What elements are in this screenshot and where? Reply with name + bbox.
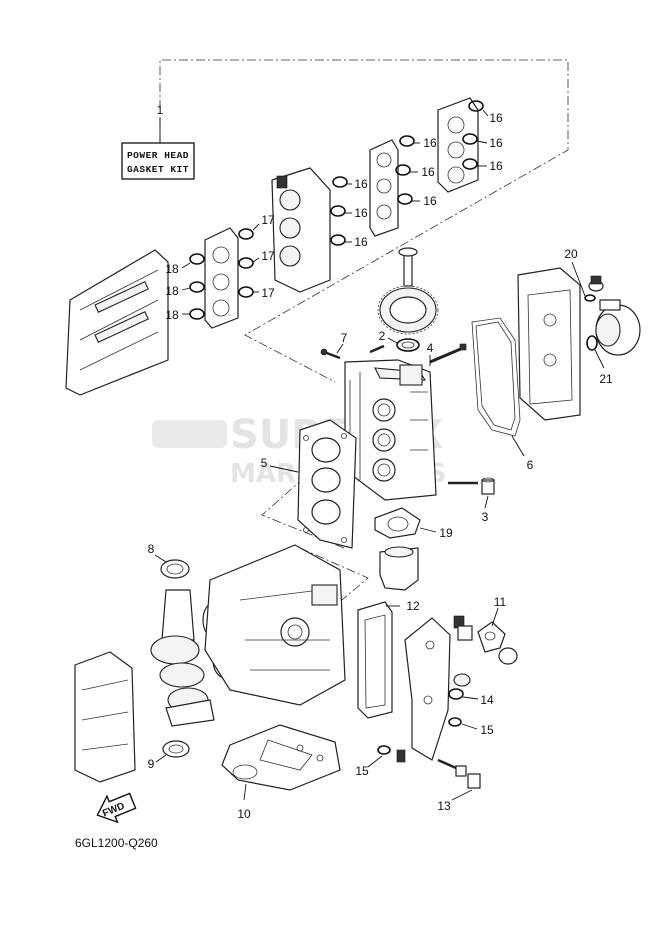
callout-16a: 16 xyxy=(489,111,503,125)
kit-label-line1: POWER HEAD xyxy=(127,150,189,161)
drain-plug-13 xyxy=(437,758,481,789)
cylinder-head-cover xyxy=(517,267,581,421)
callout-16c: 16 xyxy=(489,159,503,173)
anode-plug xyxy=(453,615,473,687)
crankshaft xyxy=(150,589,215,727)
fitting-7 xyxy=(320,344,385,360)
leader-lines-16 xyxy=(345,109,489,243)
callout-12: 12 xyxy=(406,599,420,613)
cylinder-head xyxy=(344,359,437,501)
callout-1: 1 xyxy=(157,103,164,117)
callout-5: 5 xyxy=(261,456,268,470)
oil-seal-2 xyxy=(396,338,420,352)
head-gasket-5 xyxy=(297,419,357,549)
callout-21: 21 xyxy=(599,372,613,386)
callout-17a: 17 xyxy=(261,213,275,227)
exhaust-outer-cover xyxy=(74,651,136,783)
callout-7: 7 xyxy=(341,331,348,345)
o-ring-21 xyxy=(586,335,598,351)
callout-17c: 17 xyxy=(261,286,275,300)
callout-18b: 18 xyxy=(165,284,179,298)
callout-19: 19 xyxy=(439,526,453,540)
bolt-4 xyxy=(429,343,467,364)
callout-16h: 16 xyxy=(354,206,368,220)
fwd-arrow-icon: FWD xyxy=(96,792,137,824)
callout-15a: 15 xyxy=(355,764,369,778)
callout-18a: 18 xyxy=(165,262,179,276)
oil-pan-gasket-10 xyxy=(221,724,341,791)
water-fitting-11 xyxy=(477,621,518,665)
callout-3: 3 xyxy=(482,510,489,524)
o-ring-14 xyxy=(448,688,464,700)
gasket-19 xyxy=(374,507,421,539)
group-outline-top xyxy=(159,59,569,383)
oil-seal-9 xyxy=(162,740,190,758)
exhaust-gasket-mid xyxy=(369,139,399,237)
callout-14: 14 xyxy=(480,693,494,707)
exhaust-gasket-large xyxy=(437,97,479,193)
callout-8: 8 xyxy=(148,542,155,556)
o-rings-18 xyxy=(181,253,205,320)
callout-16e: 16 xyxy=(421,165,435,179)
callout-16d: 16 xyxy=(423,136,437,150)
callout-18c: 18 xyxy=(165,308,179,322)
callout-6: 6 xyxy=(527,458,534,472)
callout-16f: 16 xyxy=(423,194,437,208)
callout-10: 10 xyxy=(237,807,251,821)
cylinder-block xyxy=(204,544,346,706)
thermostat-cover xyxy=(379,546,419,591)
callout-16b: 16 xyxy=(489,136,503,150)
callout-17b: 17 xyxy=(261,249,275,263)
camshaft-pulley xyxy=(377,247,439,335)
o-ring-15-left xyxy=(377,745,406,763)
callout-11: 11 xyxy=(494,595,507,609)
exhaust-inner-plate xyxy=(404,617,451,761)
callout-15b: 15 xyxy=(480,723,494,737)
o-ring-15-right xyxy=(448,717,462,727)
o-rings-17 xyxy=(238,223,260,298)
callout-2: 2 xyxy=(379,329,386,343)
breather-20 xyxy=(584,275,604,302)
exhaust-gasket-12 xyxy=(357,601,393,719)
gasket-kit-box: POWER HEAD GASKET KIT xyxy=(121,142,195,180)
exhaust-cover-outer xyxy=(65,249,169,396)
plug-3 xyxy=(448,477,495,495)
diagram-code: 6GL1200-Q260 xyxy=(75,836,158,850)
callout-16g: 16 xyxy=(354,177,368,191)
exhaust-manifold xyxy=(271,167,331,293)
callout-20: 20 xyxy=(564,247,578,261)
callout-4: 4 xyxy=(427,341,434,355)
callout-9: 9 xyxy=(148,757,155,771)
head-cover-gasket-6 xyxy=(471,317,521,437)
exhaust-gasket-small xyxy=(204,227,239,329)
fuel-pump xyxy=(595,299,641,356)
oil-seal-8 xyxy=(160,559,190,579)
callout-13: 13 xyxy=(437,799,451,813)
kit-label-line2: GASKET KIT xyxy=(127,164,189,175)
callout-16i: 16 xyxy=(354,235,368,249)
o-rings-16 xyxy=(330,100,484,246)
